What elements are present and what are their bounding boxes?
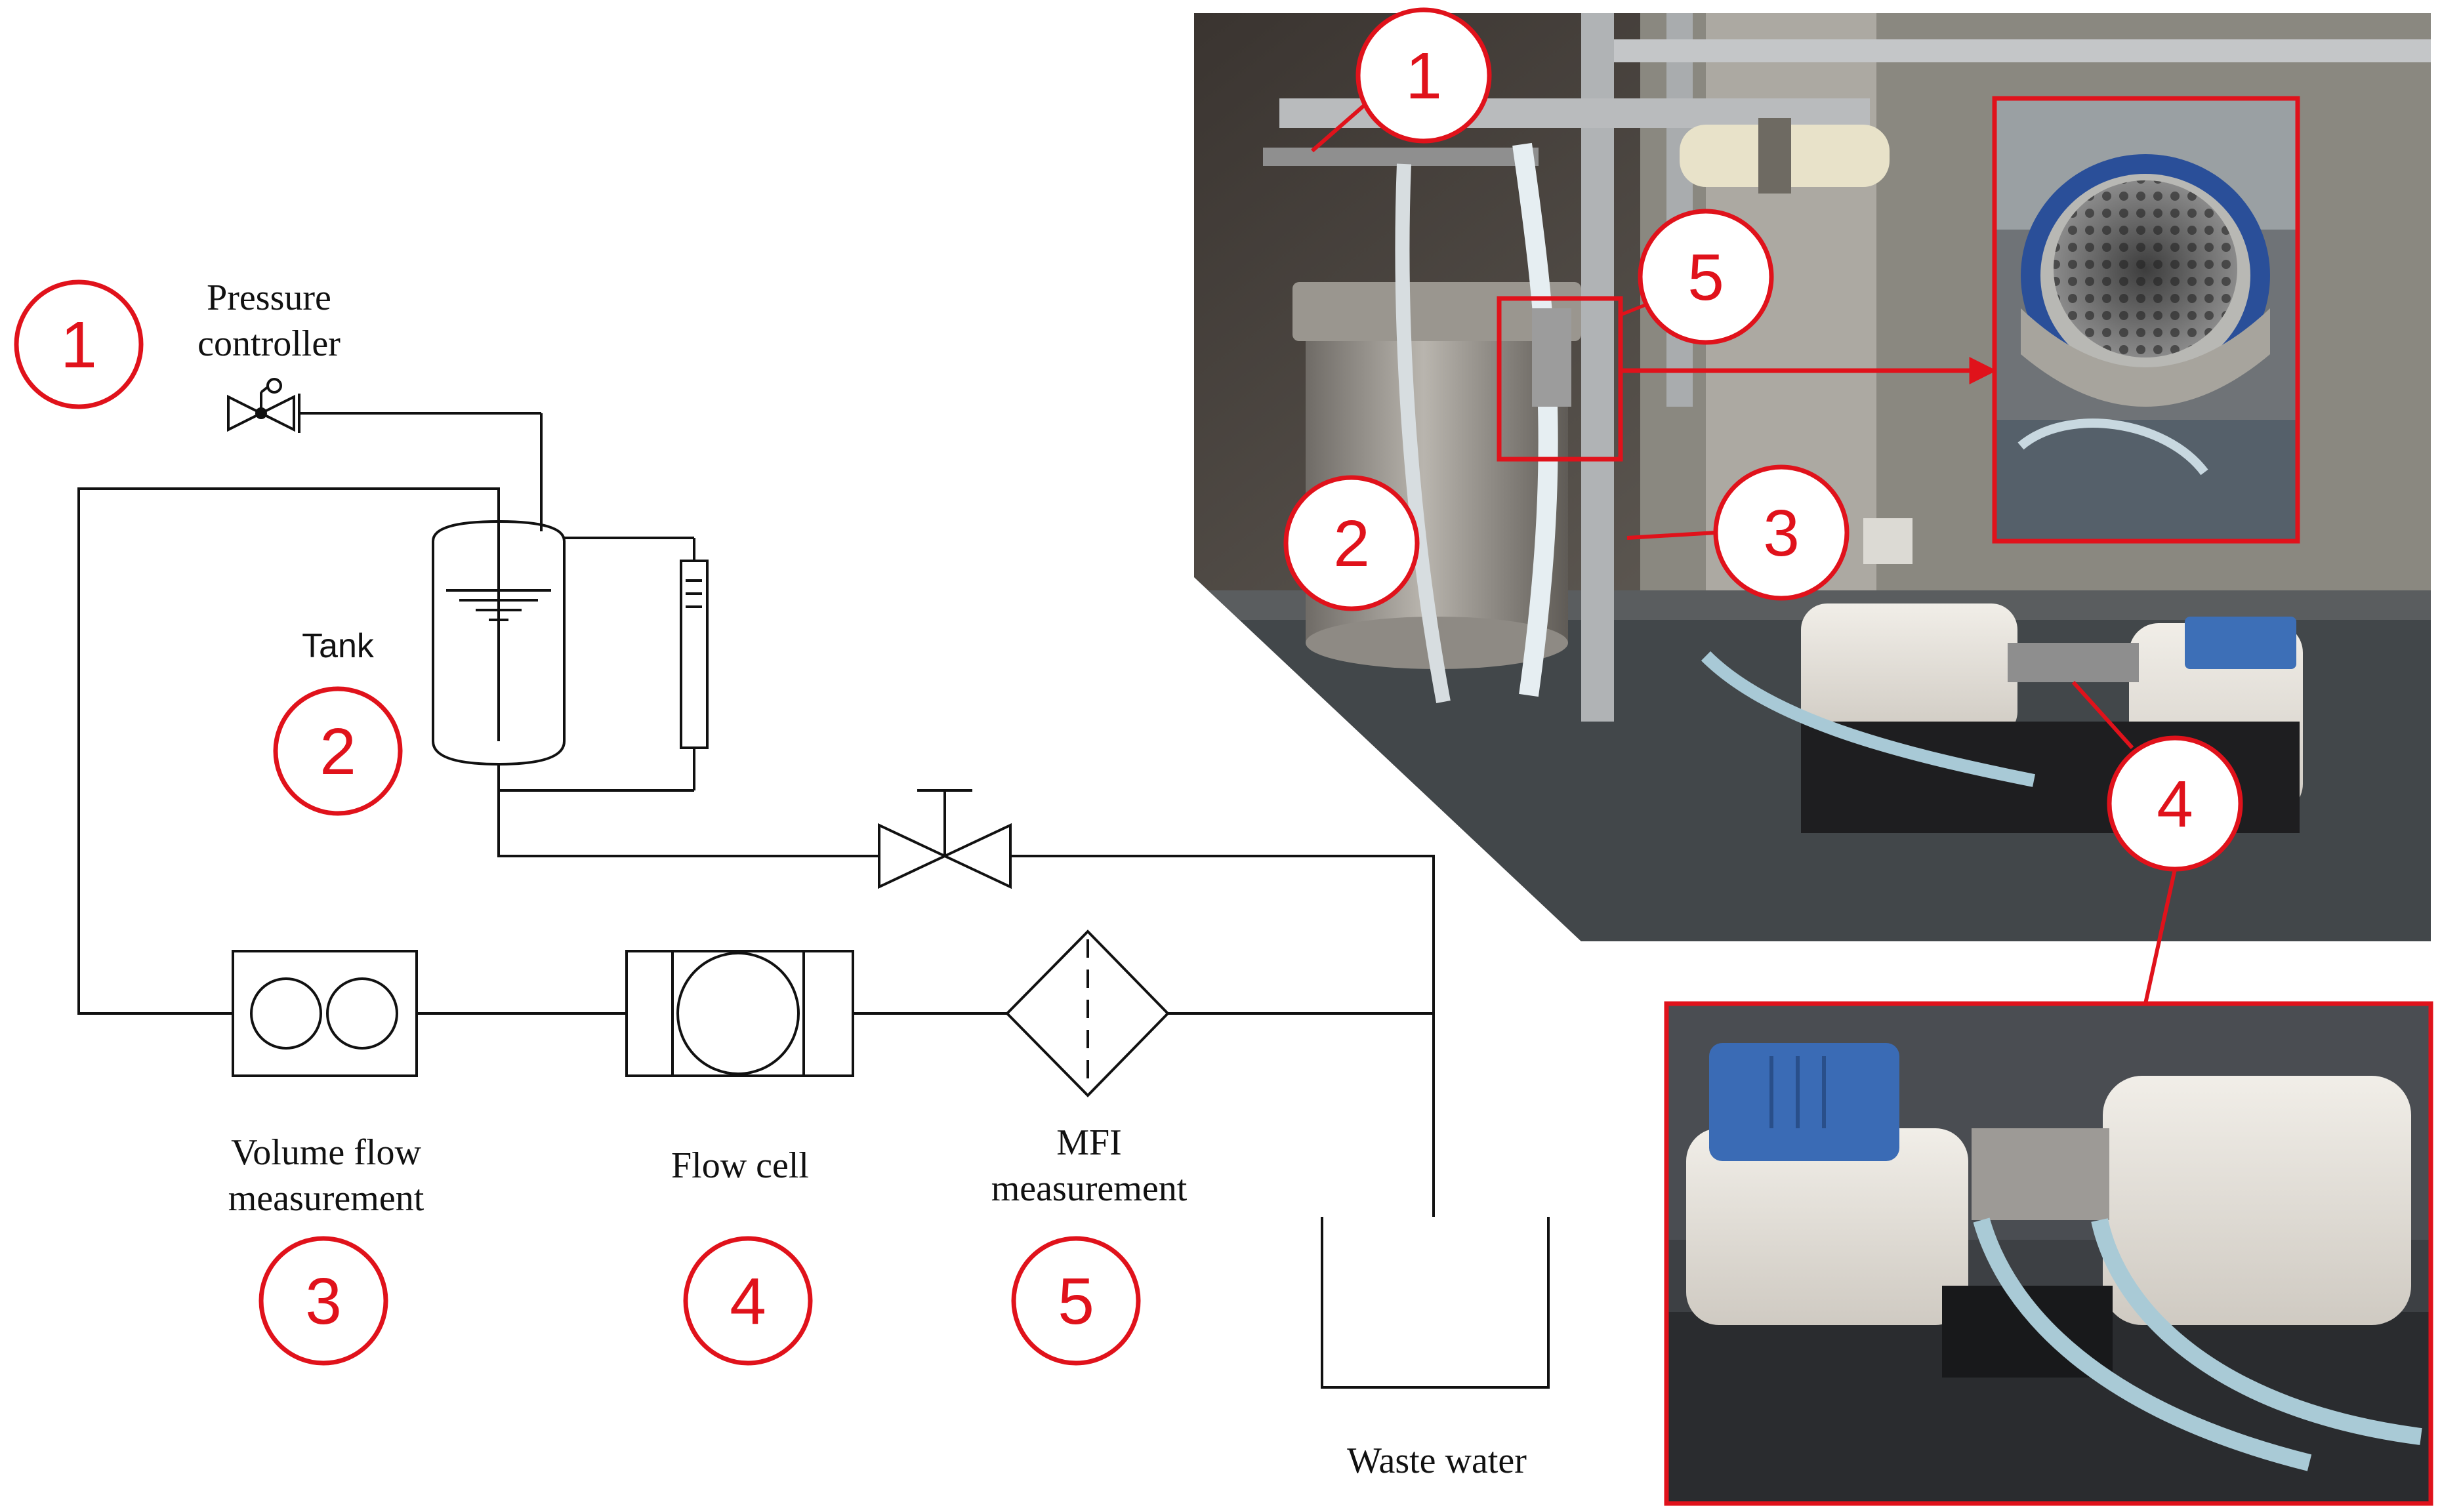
svg-text:4: 4 xyxy=(730,1265,766,1338)
flow-cell-symbol xyxy=(625,950,854,1077)
drain-valve-symbol xyxy=(878,789,1012,889)
volume-flow-label: Volume flow xyxy=(231,1132,421,1173)
mfi-zoom-frame xyxy=(1497,296,1623,462)
tank-symbol xyxy=(432,520,566,766)
photo-marker-1: 1 xyxy=(1355,7,1492,144)
level-gauge-symbol xyxy=(499,537,709,792)
tank-label: Tank xyxy=(302,627,375,665)
diagram-marker-3: 3 xyxy=(258,1236,388,1366)
svg-text:2: 2 xyxy=(1333,507,1370,581)
mfi-label-2: measurement xyxy=(991,1168,1188,1209)
photo-marker-5: 5 xyxy=(1638,209,1774,345)
volume-flow-label-2: measurement xyxy=(228,1178,424,1219)
svg-text:3: 3 xyxy=(1763,497,1800,570)
diagram-marker-4: 4 xyxy=(683,1236,813,1366)
svg-text:2: 2 xyxy=(320,715,356,788)
svg-text:3: 3 xyxy=(305,1265,342,1338)
svg-text:1: 1 xyxy=(1405,39,1442,113)
volume-flow-symbol xyxy=(232,950,418,1077)
diagram-marker-2: 2 xyxy=(273,686,403,816)
pressure-controller-symbol xyxy=(227,378,543,531)
flow-cell-label: Flow cell xyxy=(671,1145,809,1186)
diagram-marker-5: 5 xyxy=(1011,1236,1141,1366)
svg-text:5: 5 xyxy=(1058,1265,1094,1338)
pressure-controller-label-2: controller xyxy=(197,323,341,364)
photo-marker-3: 3 xyxy=(1713,464,1850,601)
svg-text:4: 4 xyxy=(2157,767,2193,841)
photo-marker-4: 4 xyxy=(2107,735,2243,872)
flow-cell-photo xyxy=(1664,1001,2433,1506)
waste-water-label: Waste water xyxy=(1347,1440,1527,1481)
waste-container-symbol xyxy=(1321,1217,1550,1389)
photo-marker-2: 2 xyxy=(1283,475,1420,611)
pressure-controller-label: Pressure xyxy=(207,277,331,318)
svg-text:1: 1 xyxy=(60,308,97,382)
schematic xyxy=(77,378,1550,1389)
mfi-filter-symbol xyxy=(1005,930,1170,1097)
mfi-label: MFI xyxy=(1056,1122,1122,1163)
mfi-filter-zoom-photo xyxy=(1992,96,2300,544)
diagram-marker-1: 1 xyxy=(14,279,144,409)
svg-text:5: 5 xyxy=(1687,241,1724,314)
